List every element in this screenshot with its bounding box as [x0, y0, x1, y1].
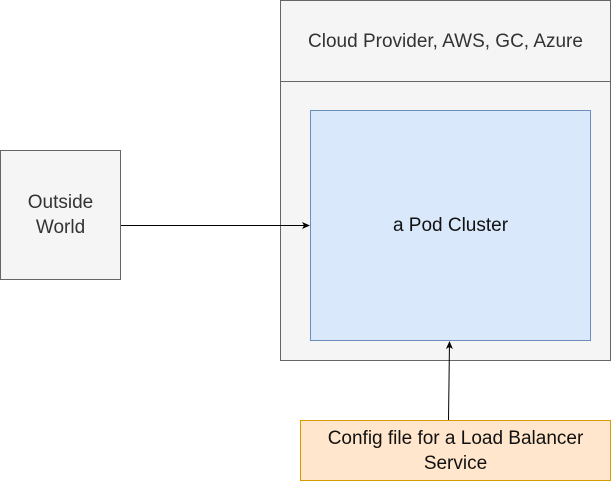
config-file-node[interactable]: Config file for a Load Balancer Service [300, 420, 611, 481]
outside-world-label: Outside World [27, 192, 94, 238]
cloud-provider-label: Cloud Provider, AWS, GC, Azure [281, 1, 610, 82]
pod-cluster-node[interactable]: a Pod Cluster [310, 110, 591, 341]
outside-world-node[interactable]: Outside World [0, 150, 121, 280]
pod-cluster-label: a Pod Cluster [392, 215, 509, 236]
config-file-label: Config file for a Load Balancer Service [327, 427, 584, 474]
